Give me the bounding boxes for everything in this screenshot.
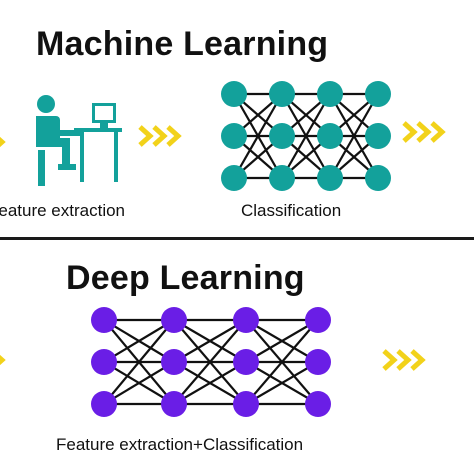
chevron-icon — [430, 121, 446, 143]
network-edge — [173, 361, 247, 405]
network-node — [233, 307, 259, 333]
chevron-icon — [416, 121, 432, 143]
network-node — [161, 307, 187, 333]
network-edge — [173, 319, 247, 363]
network-node — [91, 391, 117, 417]
network-edge — [281, 93, 331, 179]
triple-chevron-arrow-right — [402, 121, 446, 143]
network-node — [161, 349, 187, 375]
network-node — [91, 349, 117, 375]
network-node — [161, 391, 187, 417]
chevron-icon — [410, 349, 426, 371]
network-node — [221, 123, 247, 149]
dl-title: Deep Learning — [66, 259, 305, 297]
dl-caption: Feature extraction+Classification — [56, 435, 304, 454]
network-edge — [103, 361, 175, 405]
chevron-icon — [0, 136, 6, 148]
network-node — [305, 391, 331, 417]
network-edge — [245, 361, 319, 405]
network-node — [305, 349, 331, 375]
network-edge — [245, 319, 319, 363]
network-node — [305, 307, 331, 333]
network-node — [91, 307, 117, 333]
network-node — [365, 81, 391, 107]
person-at-computer-icon — [36, 95, 122, 186]
chevron-icon — [152, 125, 168, 147]
triple-chevron-arrow — [138, 125, 182, 147]
section-divider — [0, 237, 474, 240]
network-edge — [103, 319, 175, 363]
network-node — [233, 391, 259, 417]
triple-chevron-arrow-dl — [382, 349, 426, 371]
ml-caption-classification: Classification — [241, 201, 342, 220]
network-node — [221, 81, 247, 107]
chevron-icon — [166, 125, 182, 147]
network-node — [365, 123, 391, 149]
chevron-icon — [138, 125, 154, 147]
chevron-icon — [382, 349, 398, 371]
network-node — [317, 123, 343, 149]
network-node — [269, 81, 295, 107]
arrow-left-partial — [0, 136, 6, 148]
network-node — [269, 165, 295, 191]
chevron-icon — [0, 354, 6, 366]
ml-neural-network — [221, 81, 391, 191]
network-node — [317, 81, 343, 107]
network-edge — [233, 93, 283, 179]
ml-caption-feature-extraction: Feature extraction — [0, 201, 126, 220]
network-node — [365, 165, 391, 191]
network-node — [317, 165, 343, 191]
network-edge — [245, 319, 319, 405]
network-edge — [173, 319, 247, 405]
chevron-icon — [402, 121, 418, 143]
arrow-left-partial-dl — [0, 354, 6, 366]
network-edge — [103, 319, 175, 405]
ml-title: Machine Learning — [36, 25, 329, 63]
chevron-icon — [396, 349, 412, 371]
network-node — [269, 123, 295, 149]
network-node — [233, 349, 259, 375]
network-node — [221, 165, 247, 191]
network-edge — [329, 93, 379, 179]
dl-neural-network — [91, 307, 331, 417]
